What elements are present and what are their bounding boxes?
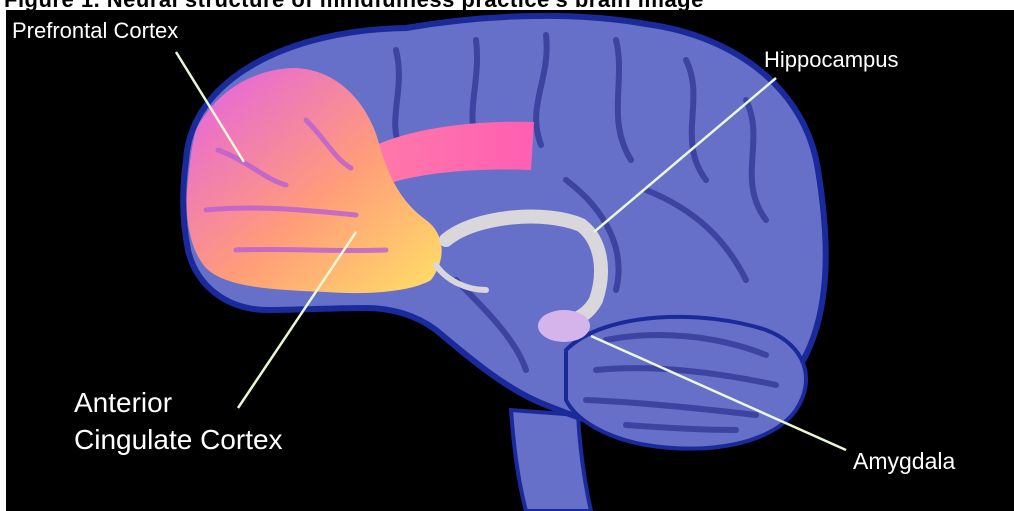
label-anterior-cingulate-cortex: Anterior Cingulate Cortex <box>74 384 283 458</box>
amygdala-structure <box>538 310 590 342</box>
label-anterior-line2: Cingulate Cortex <box>74 421 283 458</box>
label-hippocampus: Hippocampus <box>764 47 899 73</box>
brain-diagram-panel: Prefrontal Cortex Hippocampus Anterior C… <box>6 10 1014 511</box>
figure-caption-strip: Figure 1. Neural structure of mindfulnes… <box>0 0 1014 10</box>
figure-caption: Figure 1. Neural structure of mindfulnes… <box>4 0 704 10</box>
brain-stem <box>511 410 591 511</box>
label-prefrontal-cortex: Prefrontal Cortex <box>12 18 178 44</box>
label-anterior-line1: Anterior <box>74 384 283 421</box>
label-amygdala: Amygdala <box>853 448 955 475</box>
